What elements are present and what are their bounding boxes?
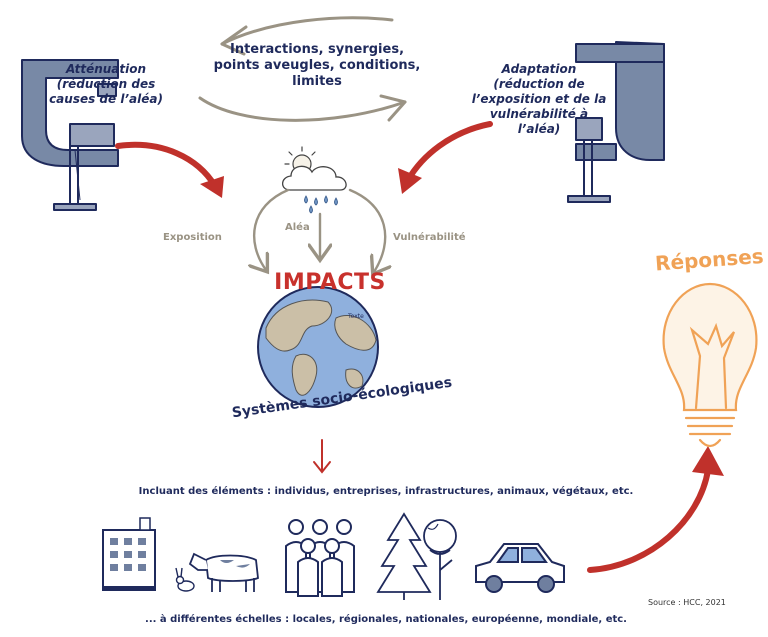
trees-icon — [376, 512, 457, 600]
source-note: Source : HCC, 2021 — [648, 598, 726, 607]
adaptation-label: Adaptation (réduction de l’exposition et… — [471, 62, 607, 136]
interaction-cycle-arrows — [198, 16, 407, 122]
exposition-label: Exposition — [163, 232, 222, 243]
globe-icon — [257, 286, 379, 408]
people-icon — [285, 519, 355, 597]
clamp-icon — [567, 41, 665, 203]
lightbulb-icon — [662, 282, 758, 448]
red-arrow — [313, 439, 331, 474]
gray-arrows-to-impacts — [254, 188, 385, 272]
cow-icon — [188, 552, 259, 592]
rabbit-icon — [175, 567, 195, 592]
car-icon — [475, 543, 565, 593]
elements-caption: Incluant des éléments : individus, entre… — [138, 486, 634, 497]
building-icon — [102, 517, 156, 591]
red-arrow — [398, 121, 493, 194]
scales-caption: ... à différentes échelles : locales, ré… — [145, 614, 627, 625]
alea-label: Aléa — [285, 222, 310, 233]
vulnerabilite-label: Vulnérabilité — [393, 232, 466, 243]
impacts-title: IMPACTS — [274, 270, 386, 295]
red-arrow — [587, 446, 724, 573]
clamp-icon — [21, 59, 119, 211]
interactions-label: Interactions, synergies, points aveugles… — [213, 42, 421, 89]
attenuation-label: Atténuation (réduction des causes de l’a… — [49, 62, 163, 106]
globe-placeholder-text: Texte — [348, 313, 364, 320]
red-arrow — [115, 141, 224, 198]
cloud-rain-icon — [281, 146, 347, 214]
